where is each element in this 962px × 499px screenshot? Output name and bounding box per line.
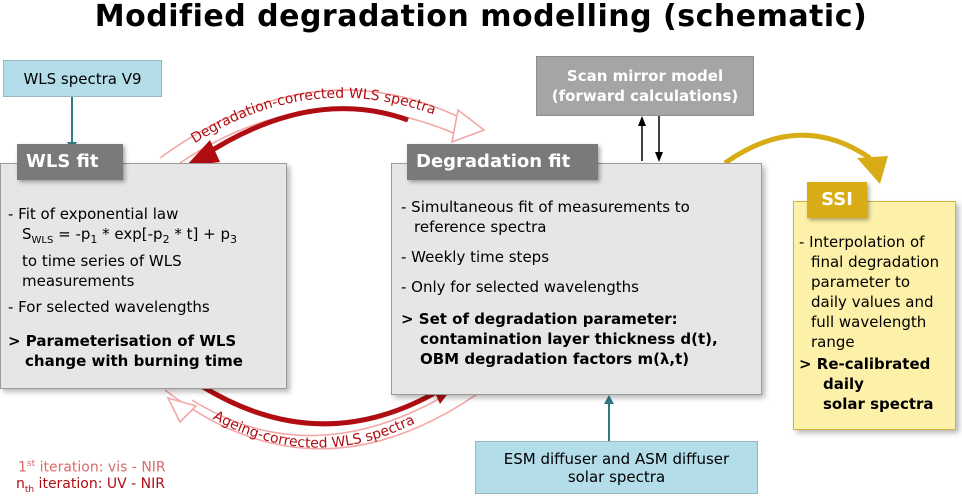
arc-bottom-outline-inner [191, 379, 471, 437]
ssi-arrowhead [857, 156, 888, 184]
arc-top-dark [198, 106, 409, 161]
ssi-result-line3: solar spectra [823, 395, 934, 413]
wls-spectra-label: WLS spectra V9 [23, 69, 142, 88]
wls-fit-item2: - For selected wavelengths [8, 298, 210, 316]
scan-up-arrowhead [638, 116, 646, 126]
arc-top-dark-arrowhead [186, 140, 220, 166]
scan-mirror-box: Scan mirror model (forward calculations) [536, 56, 754, 116]
scan-mirror-line1: Scan mirror model [566, 67, 724, 85]
ssi-header: SSI [807, 182, 867, 218]
wls-fit-result-line1: > Parameterisation of WLS [8, 332, 237, 350]
legend-first-iteration: 1st iteration: vis - NIR [18, 459, 166, 476]
degradation-fit-box: - Simultaneous fit of measurements to re… [391, 163, 762, 395]
ssi-item1-line6: range [811, 333, 855, 351]
ssi-item1-line3: parameter to [811, 273, 911, 291]
ssi-connector [723, 132, 872, 166]
wls-fit-item1-line3: to time series of WLS [22, 252, 182, 270]
legend-nth-iteration: nth iteration: UV - NIR [16, 476, 165, 495]
arc-top-outline [159, 89, 466, 159]
ssi-result-line1: > Re-calibrated [799, 355, 931, 373]
arc-top-light-arrowhead [450, 108, 486, 144]
wls-fit-item1-line4: measurements [22, 272, 135, 290]
ssi-item1-line1: - Interpolation of [799, 233, 925, 251]
wls-fit-item1-line1: - Fit of exponential law [8, 205, 179, 223]
degradation-fit-item2: - Weekly time steps [401, 248, 550, 266]
arc-bottom-outline [164, 384, 491, 450]
esm-line1: ESM diffuser and ASM diffuser [503, 449, 730, 468]
page-title: Modified degradation modelling (schemati… [94, 0, 868, 34]
arc-bottom-light-arrowhead [166, 396, 198, 424]
ssi-item1-line4: daily values and [811, 293, 934, 311]
wls-fit-formula: SWLS = -p1 * exp[-p2 * t] + p3 [22, 225, 237, 246]
wls-fit-content: - Fit of exponential law SWLS = -p1 * ex… [8, 204, 286, 371]
scan-mirror-line2: (forward calculations) [551, 87, 739, 105]
scan-down-arrowhead [655, 152, 663, 162]
wls-spectra-box: WLS spectra V9 [3, 60, 162, 97]
ssi-result-line2: daily [823, 375, 864, 393]
wls-fit-header: WLS fit [17, 144, 123, 180]
ssi-item1-line2: final degradation [811, 253, 940, 271]
degradation-fit-content: - Simultaneous fit of measurements to re… [401, 197, 761, 369]
ssi-item1-line5: full wavelength [811, 313, 927, 331]
esm-diffuser-box: ESM diffuser and ASM diffuser solar spec… [475, 441, 758, 494]
wls-fit-box: - Fit of exponential law SWLS = -p1 * ex… [0, 163, 287, 389]
degradation-fit-item1-line1: - Simultaneous fit of measurements to [401, 198, 690, 216]
arc-bottom-dark [198, 382, 442, 427]
ssi-box: - Interpolation of final degradation par… [793, 201, 956, 430]
degradation-fit-item1-line2: reference spectra [414, 218, 547, 236]
degradation-fit-result-line3: OBM degradation factors m(λ,t) [420, 350, 690, 368]
ssi-content: - Interpolation of final degradation par… [799, 232, 957, 414]
degradation-fit-result-line2: contamination layer thickness d(t), [420, 330, 718, 348]
wls-fit-result-line2: change with burning time [25, 352, 243, 370]
esm-arrowhead [604, 395, 614, 404]
degradation-fit-result-line1: > Set of degradation parameter: [401, 310, 678, 328]
degradation-fit-header: Degradation fit [407, 144, 598, 180]
esm-line2: solar spectra [567, 467, 666, 486]
degradation-fit-item3: - Only for selected wavelengths [401, 278, 639, 296]
